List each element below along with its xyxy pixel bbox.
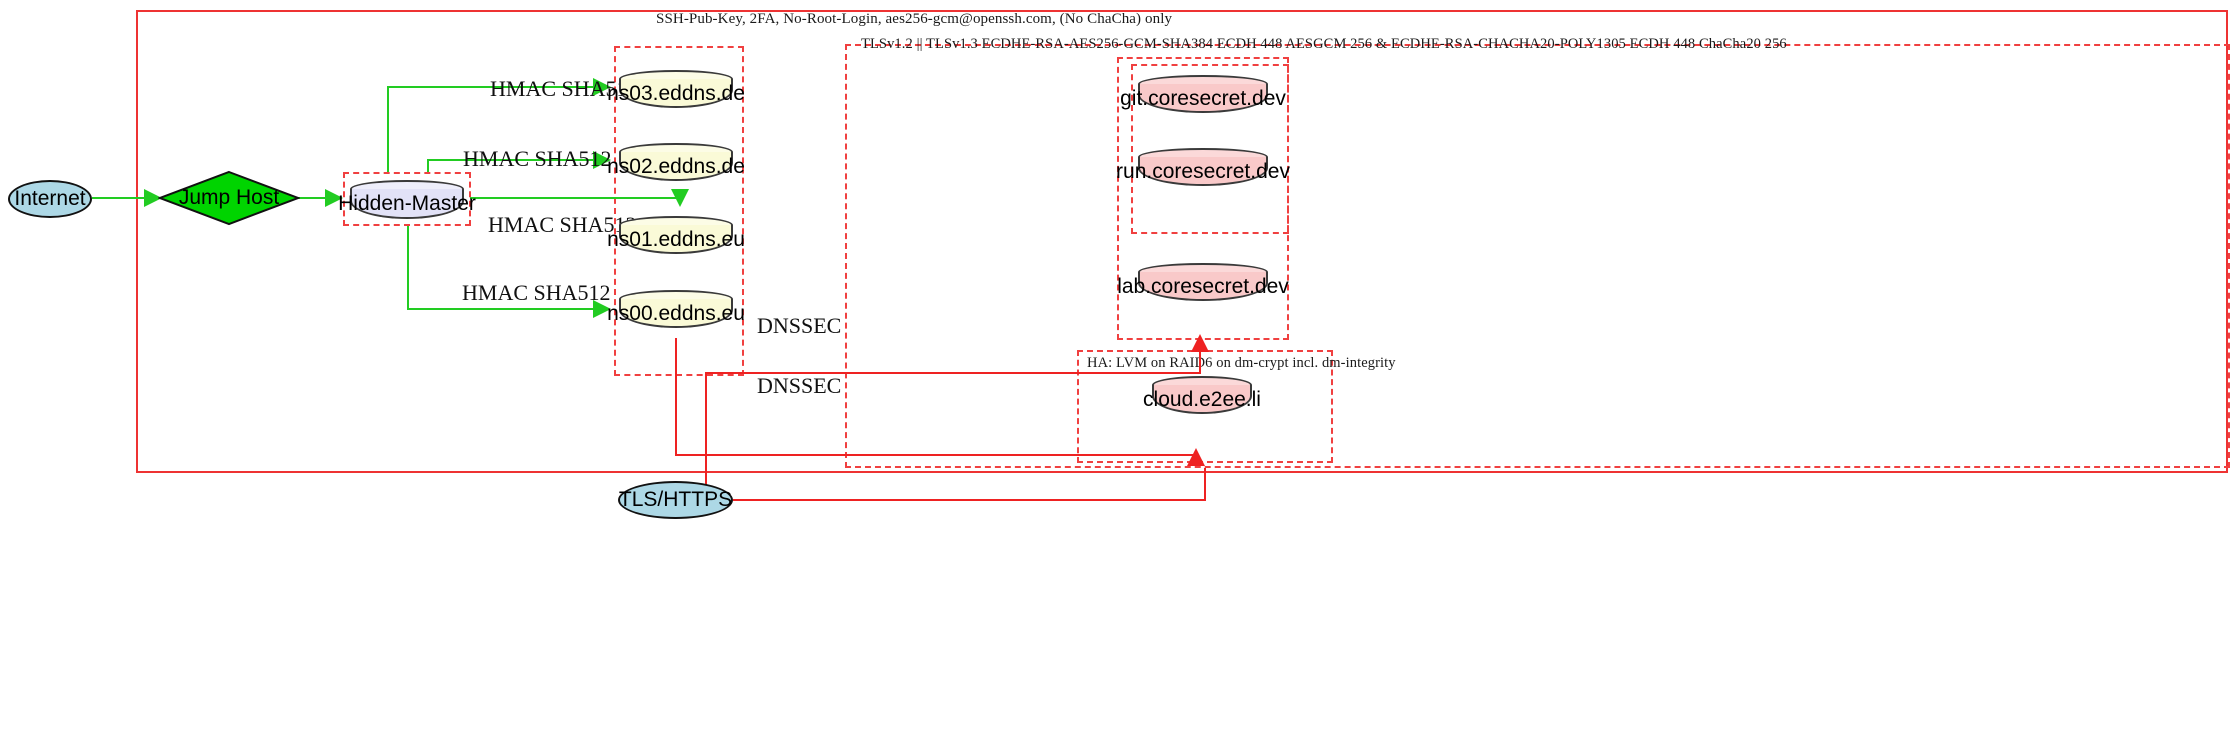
node-ns00-label: ns00.eddns.eu	[607, 301, 745, 325]
node-run-coresecret-label: run.coresecret.dev	[1116, 159, 1290, 183]
node-hidden-master-label: Hidden-Master	[338, 192, 476, 215]
edge-label-hmac-ns02: HMAC SHA512	[463, 146, 612, 171]
node-ns01-label: ns01.eddns.eu	[607, 227, 745, 251]
node-ns01[interactable]: ns01.eddns.eu	[607, 216, 745, 254]
tls-policy-caption: TLSv1.2 || TLSv1.3 ECDHE-RSA-AES256-GCM-…	[861, 36, 1787, 52]
node-cloud-e2ee[interactable]: cloud.e2ee.li	[1143, 376, 1261, 414]
ssh-policy-caption: SSH-Pub-Key, 2FA, No-Root-Login, aes256-…	[656, 11, 1173, 27]
node-ns02[interactable]: ns02.eddns.de	[607, 143, 745, 181]
cylinder-body	[619, 299, 733, 328]
node-ns00[interactable]: ns00.eddns.eu	[607, 290, 745, 328]
cylinder-body	[1138, 272, 1268, 301]
node-hidden-master[interactable]: Hidden-Master	[338, 180, 476, 219]
node-lab-coresecret-label: lab.coresecret.dev	[1117, 274, 1289, 298]
coresecret-inner-boundary	[1131, 64, 1289, 234]
node-git-coresecret[interactable]: git.coresecret.dev	[1120, 75, 1286, 113]
cylinder-body	[619, 225, 733, 254]
edge-label-hmac-ns00: HMAC SHA512	[462, 280, 611, 305]
node-jump-host[interactable]: Jump Host	[158, 170, 300, 226]
node-tls-https[interactable]: TLS/HTTPS	[618, 481, 733, 519]
node-ns02-label: ns02.eddns.de	[607, 154, 745, 178]
edge-label-hmac-ns03: HMAC SHA512	[490, 76, 639, 101]
node-internet-label: Internet	[14, 187, 86, 210]
edge-label-dnssec-bottom: DNSSEC	[757, 373, 842, 398]
cylinder-body	[350, 189, 464, 219]
tls-trust-boundary	[845, 44, 2230, 468]
node-git-coresecret-label: git.coresecret.dev	[1120, 86, 1286, 110]
edge-label-dnssec-top: DNSSEC	[757, 313, 842, 338]
node-ns03[interactable]: ns03.eddns.de	[607, 70, 745, 108]
node-ns03-label: ns03.eddns.de	[607, 81, 745, 105]
node-tls-https-label: TLS/HTTPS	[618, 488, 733, 511]
node-cloud-e2ee-label: cloud.e2ee.li	[1143, 387, 1261, 411]
cylinder-body	[1152, 385, 1252, 414]
ha-storage-caption: HA: LVM on RAID6 on dm-crypt incl. dm-in…	[1087, 355, 1396, 371]
edge-label-hmac-ns01: HMAC SHA512	[488, 212, 637, 237]
node-lab-coresecret[interactable]: lab.coresecret.dev	[1117, 263, 1289, 301]
cylinder-body	[1138, 157, 1268, 186]
node-run-coresecret[interactable]: run.coresecret.dev	[1116, 148, 1290, 186]
node-internet[interactable]: Internet	[8, 180, 92, 218]
node-jump-host-label: Jump Host	[178, 186, 280, 209]
cylinder-body	[1138, 84, 1268, 113]
